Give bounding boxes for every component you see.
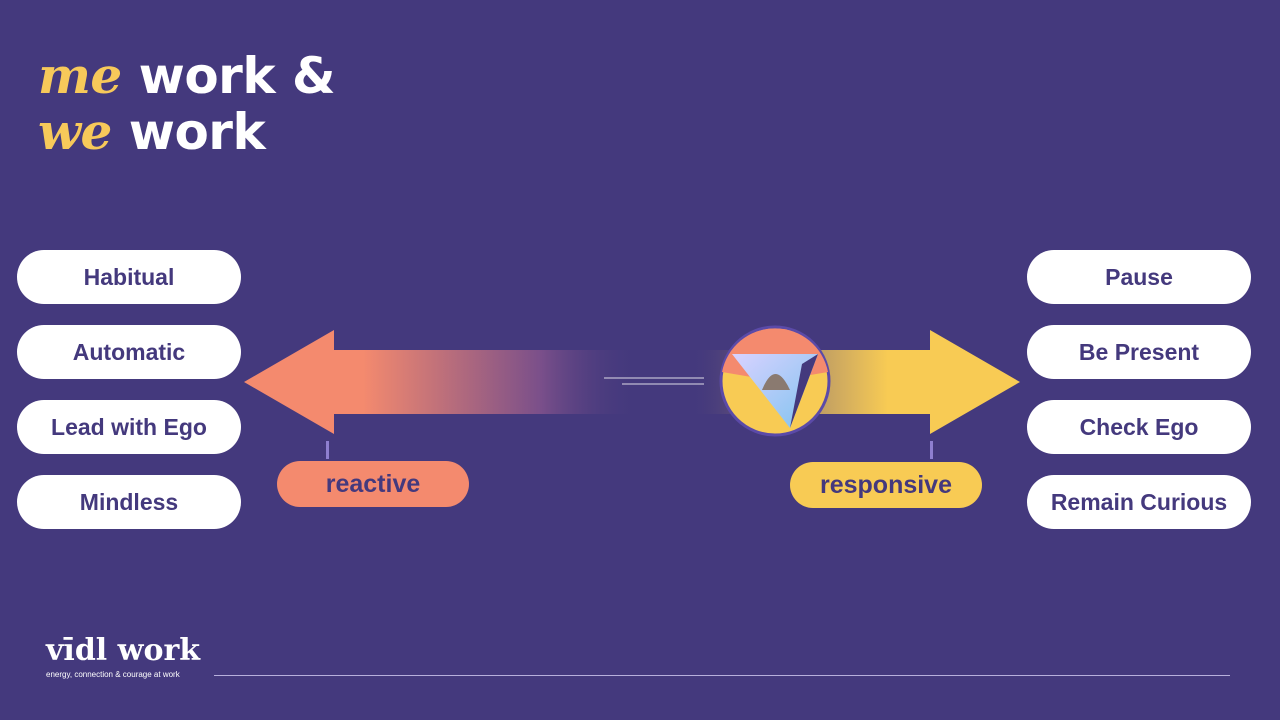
title-me: me [38, 46, 122, 105]
left-item-mindless: Mindless [17, 475, 241, 529]
reactive-tag: reactive [277, 461, 469, 507]
title-line2: work [111, 103, 266, 161]
left-item-habitual: Habitual [17, 250, 241, 304]
reactive-tick [326, 441, 329, 459]
right-item-remain-curious: Remain Curious [1027, 475, 1251, 529]
vidl-logo-icon [719, 325, 831, 437]
title-line1: work & [121, 47, 336, 105]
page-title: me work & we work [38, 46, 336, 161]
brand-tagline: energy, connection & courage at work [46, 670, 180, 679]
left-item-automatic: Automatic [17, 325, 241, 379]
reactive-arrow [244, 330, 640, 434]
right-item-check-ego: Check Ego [1027, 400, 1251, 454]
title-we: we [38, 102, 112, 161]
footer-divider [214, 675, 1230, 676]
left-item-lead-with-ego: Lead with Ego [17, 400, 241, 454]
responsive-tick [930, 441, 933, 459]
brand-logo: vīdl work [46, 633, 201, 668]
responsive-tag: responsive [790, 462, 982, 508]
right-item-pause: Pause [1027, 250, 1251, 304]
right-item-be-present: Be Present [1027, 325, 1251, 379]
